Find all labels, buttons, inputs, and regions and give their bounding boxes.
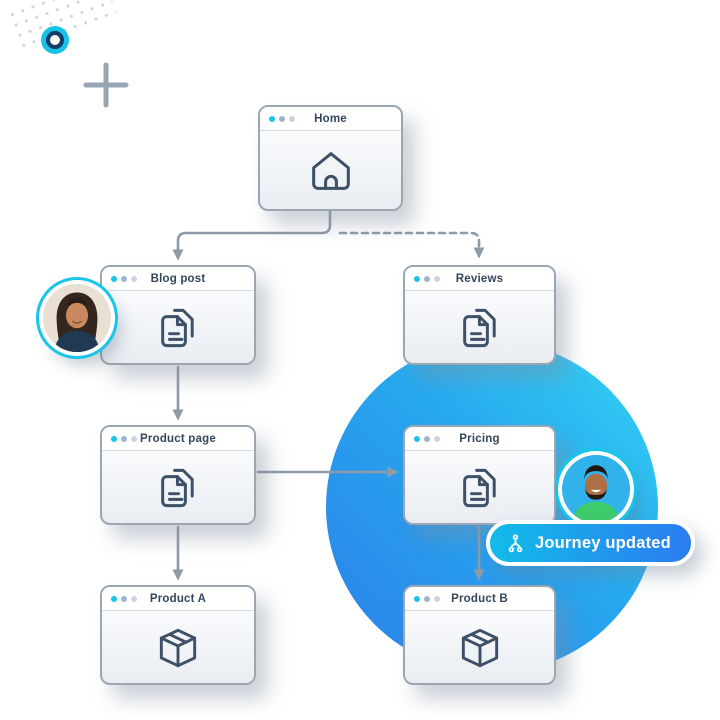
window-dot xyxy=(414,435,420,442)
window-dot xyxy=(289,115,295,122)
window-titlebar: Pricing xyxy=(405,427,554,451)
window-titlebar: Product B xyxy=(405,587,554,611)
document-icon xyxy=(462,468,496,507)
window-body xyxy=(260,131,401,210)
window-dot xyxy=(131,275,137,282)
journey-updated-badge: Journey updated xyxy=(486,520,695,566)
journey-updated-label: Journey updated xyxy=(535,533,671,552)
window-titlebar: Home xyxy=(260,107,401,131)
plus-decoration xyxy=(83,62,129,108)
window-title: Pricing xyxy=(459,432,500,445)
window-dot xyxy=(121,435,127,442)
female-visitor-portrait xyxy=(43,284,111,352)
edge-home-reviews-dashed xyxy=(338,231,485,259)
window-titlebar: Product page xyxy=(102,427,254,451)
box-icon xyxy=(461,628,498,667)
window-title: Home xyxy=(314,112,347,125)
window-dot xyxy=(111,435,117,442)
window-traffic-dots xyxy=(111,275,137,282)
node-home: Home xyxy=(258,105,403,211)
window-traffic-dots xyxy=(414,435,440,442)
male-visitor-avatar xyxy=(562,455,630,523)
box-icon xyxy=(159,628,197,667)
window-traffic-dots xyxy=(111,435,137,442)
window-title: Product page xyxy=(140,432,216,445)
window-body xyxy=(405,611,554,684)
window-traffic-dots xyxy=(414,275,440,282)
window-dot xyxy=(434,595,440,602)
home-icon xyxy=(311,151,350,190)
male-visitor-portrait xyxy=(562,455,630,523)
window-traffic-dots xyxy=(111,595,137,602)
window-titlebar: Product A xyxy=(102,587,254,611)
window-traffic-dots xyxy=(414,595,440,602)
window-body xyxy=(405,451,554,524)
node-product-b: Product B xyxy=(403,585,556,685)
edge-home-blog-post xyxy=(172,209,332,261)
window-traffic-dots xyxy=(269,115,295,122)
window-title: Blog post xyxy=(150,272,206,285)
window-title: Product B xyxy=(451,592,508,605)
window-body xyxy=(102,451,254,524)
node-blog-post: Blog post xyxy=(100,265,256,365)
window-titlebar: Blog post xyxy=(102,267,254,291)
document-icon xyxy=(161,468,194,507)
window-title: Product A xyxy=(149,592,207,605)
node-product-page: Product page xyxy=(100,425,256,525)
window-title: Reviews xyxy=(455,272,504,285)
node-reviews: Reviews xyxy=(403,265,556,365)
window-dot xyxy=(269,115,275,122)
node-pricing: Pricing xyxy=(403,425,556,525)
ring-decoration xyxy=(46,31,64,49)
window-dot xyxy=(131,595,137,602)
window-dot xyxy=(414,275,420,282)
window-body xyxy=(102,611,254,684)
journey-icon xyxy=(508,533,523,552)
window-dot xyxy=(131,435,137,442)
document-icon xyxy=(462,308,496,347)
window-dot xyxy=(414,595,420,602)
window-dot xyxy=(111,595,117,602)
window-dot xyxy=(434,275,440,282)
window-dot xyxy=(424,275,430,282)
window-titlebar: Reviews xyxy=(405,267,554,291)
female-visitor-avatar xyxy=(43,284,111,352)
window-dot xyxy=(424,595,430,602)
window-dot xyxy=(121,275,127,282)
document-icon xyxy=(161,308,194,347)
window-dot xyxy=(424,435,430,442)
window-dot xyxy=(121,595,127,602)
window-dot xyxy=(111,275,117,282)
window-body xyxy=(405,291,554,364)
window-dot xyxy=(434,435,440,442)
window-body xyxy=(102,291,254,364)
window-dot xyxy=(279,115,285,122)
node-product-a: Product A xyxy=(100,585,256,685)
